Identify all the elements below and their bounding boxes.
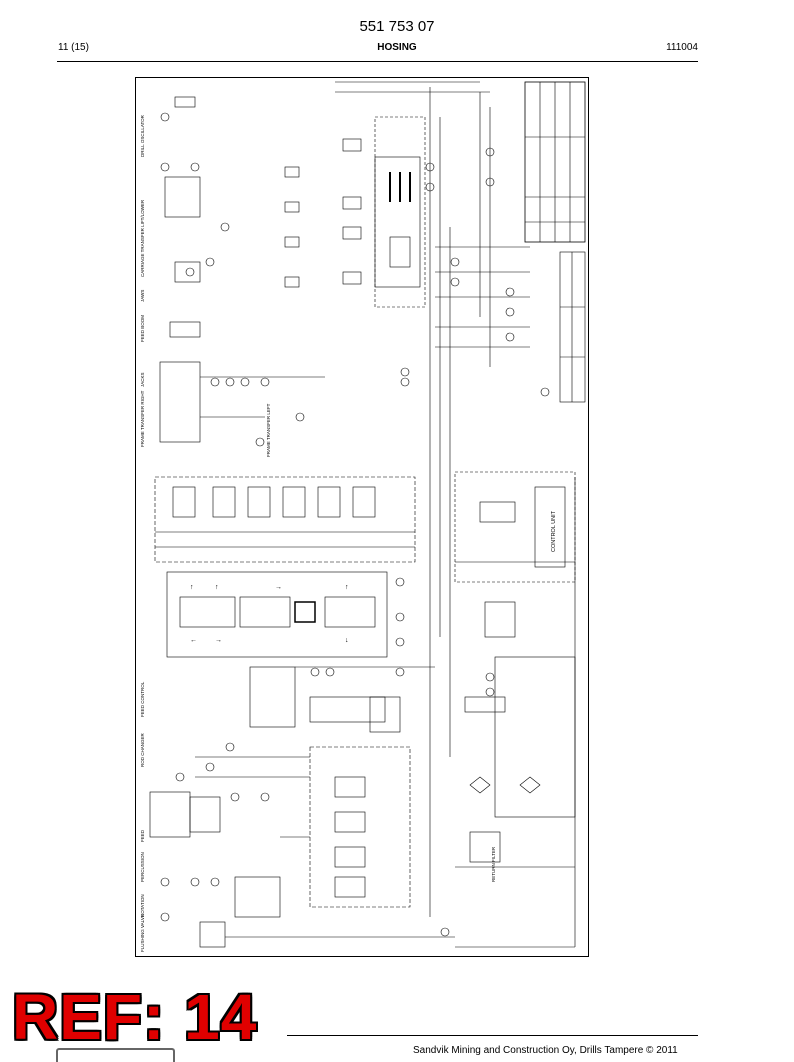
joystick-panel: ↑ ↑ ← → → ↑ ↓ — [166, 571, 388, 658]
control-unit-box — [454, 471, 576, 583]
revision-table — [559, 251, 586, 403]
label-carriage-transfer: CARRIAGE TRANSFER LIFT/LOWER — [140, 199, 145, 277]
svg-text:↑: ↑ — [190, 584, 194, 591]
label-feed: FEED — [140, 829, 145, 842]
upper-valve-bank — [284, 116, 426, 308]
label-flushing-valve: FLUSHING VALVE — [140, 914, 145, 952]
document-date: 111004 — [666, 42, 698, 53]
hydraulic-schematic: DRILL OSCILLATOR CARRIAGE TRANSFER LIFT/… — [135, 77, 589, 957]
svg-text:↑: ↑ — [215, 584, 219, 591]
callout-bubbles — [160, 112, 550, 937]
svg-text:→: → — [215, 637, 222, 644]
footer-divider — [287, 1035, 698, 1036]
label-rod-changer: ROD CHANGER — [140, 732, 145, 767]
label-feed-boom: FEED BOOM — [140, 315, 145, 342]
sandvik-logo — [56, 1048, 175, 1062]
lower-left-valves — [149, 666, 455, 948]
main-valve-block — [154, 476, 416, 563]
page-indicator: 11 (15) — [58, 42, 89, 53]
svg-text:↓: ↓ — [345, 637, 349, 644]
svg-text:←: ← — [190, 637, 197, 644]
svg-text:→: → — [275, 584, 282, 591]
document-number: 551 753 07 — [359, 18, 435, 35]
label-frame-transfer-left: FRAME TRANSFER LEFT — [266, 403, 271, 457]
label-rotation: ROTATION — [140, 894, 145, 917]
label-drill-oscillator: DRILL OSCILLATOR — [140, 114, 145, 157]
lower-right-circuit — [455, 477, 576, 948]
label-feed-control: FEED CONTROL — [140, 681, 145, 717]
title-block — [524, 81, 586, 243]
ref-stamp: REF: 14 — [12, 981, 258, 1053]
panel-top — [374, 156, 421, 288]
svg-text:↑: ↑ — [345, 584, 349, 591]
label-control-unit: CONTROL UNIT — [551, 510, 557, 552]
footer-copyright: Sandvik Mining and Construction Oy, Dril… — [413, 1045, 678, 1056]
label-percussion: PERCUSSION — [140, 852, 145, 882]
section-title: HOSING — [377, 42, 417, 53]
header-divider — [57, 61, 698, 62]
label-jaws: JAWS — [140, 290, 145, 302]
label-return-filter: RETURN FILTER — [491, 846, 496, 882]
drawing-frame — [135, 77, 589, 957]
label-frame-transfer-right: FRAME TRANSFER RIGHT — [140, 390, 145, 447]
pipe-runs — [335, 81, 530, 917]
left-actuators — [159, 96, 325, 443]
label-jacks: JACKS — [140, 372, 145, 387]
